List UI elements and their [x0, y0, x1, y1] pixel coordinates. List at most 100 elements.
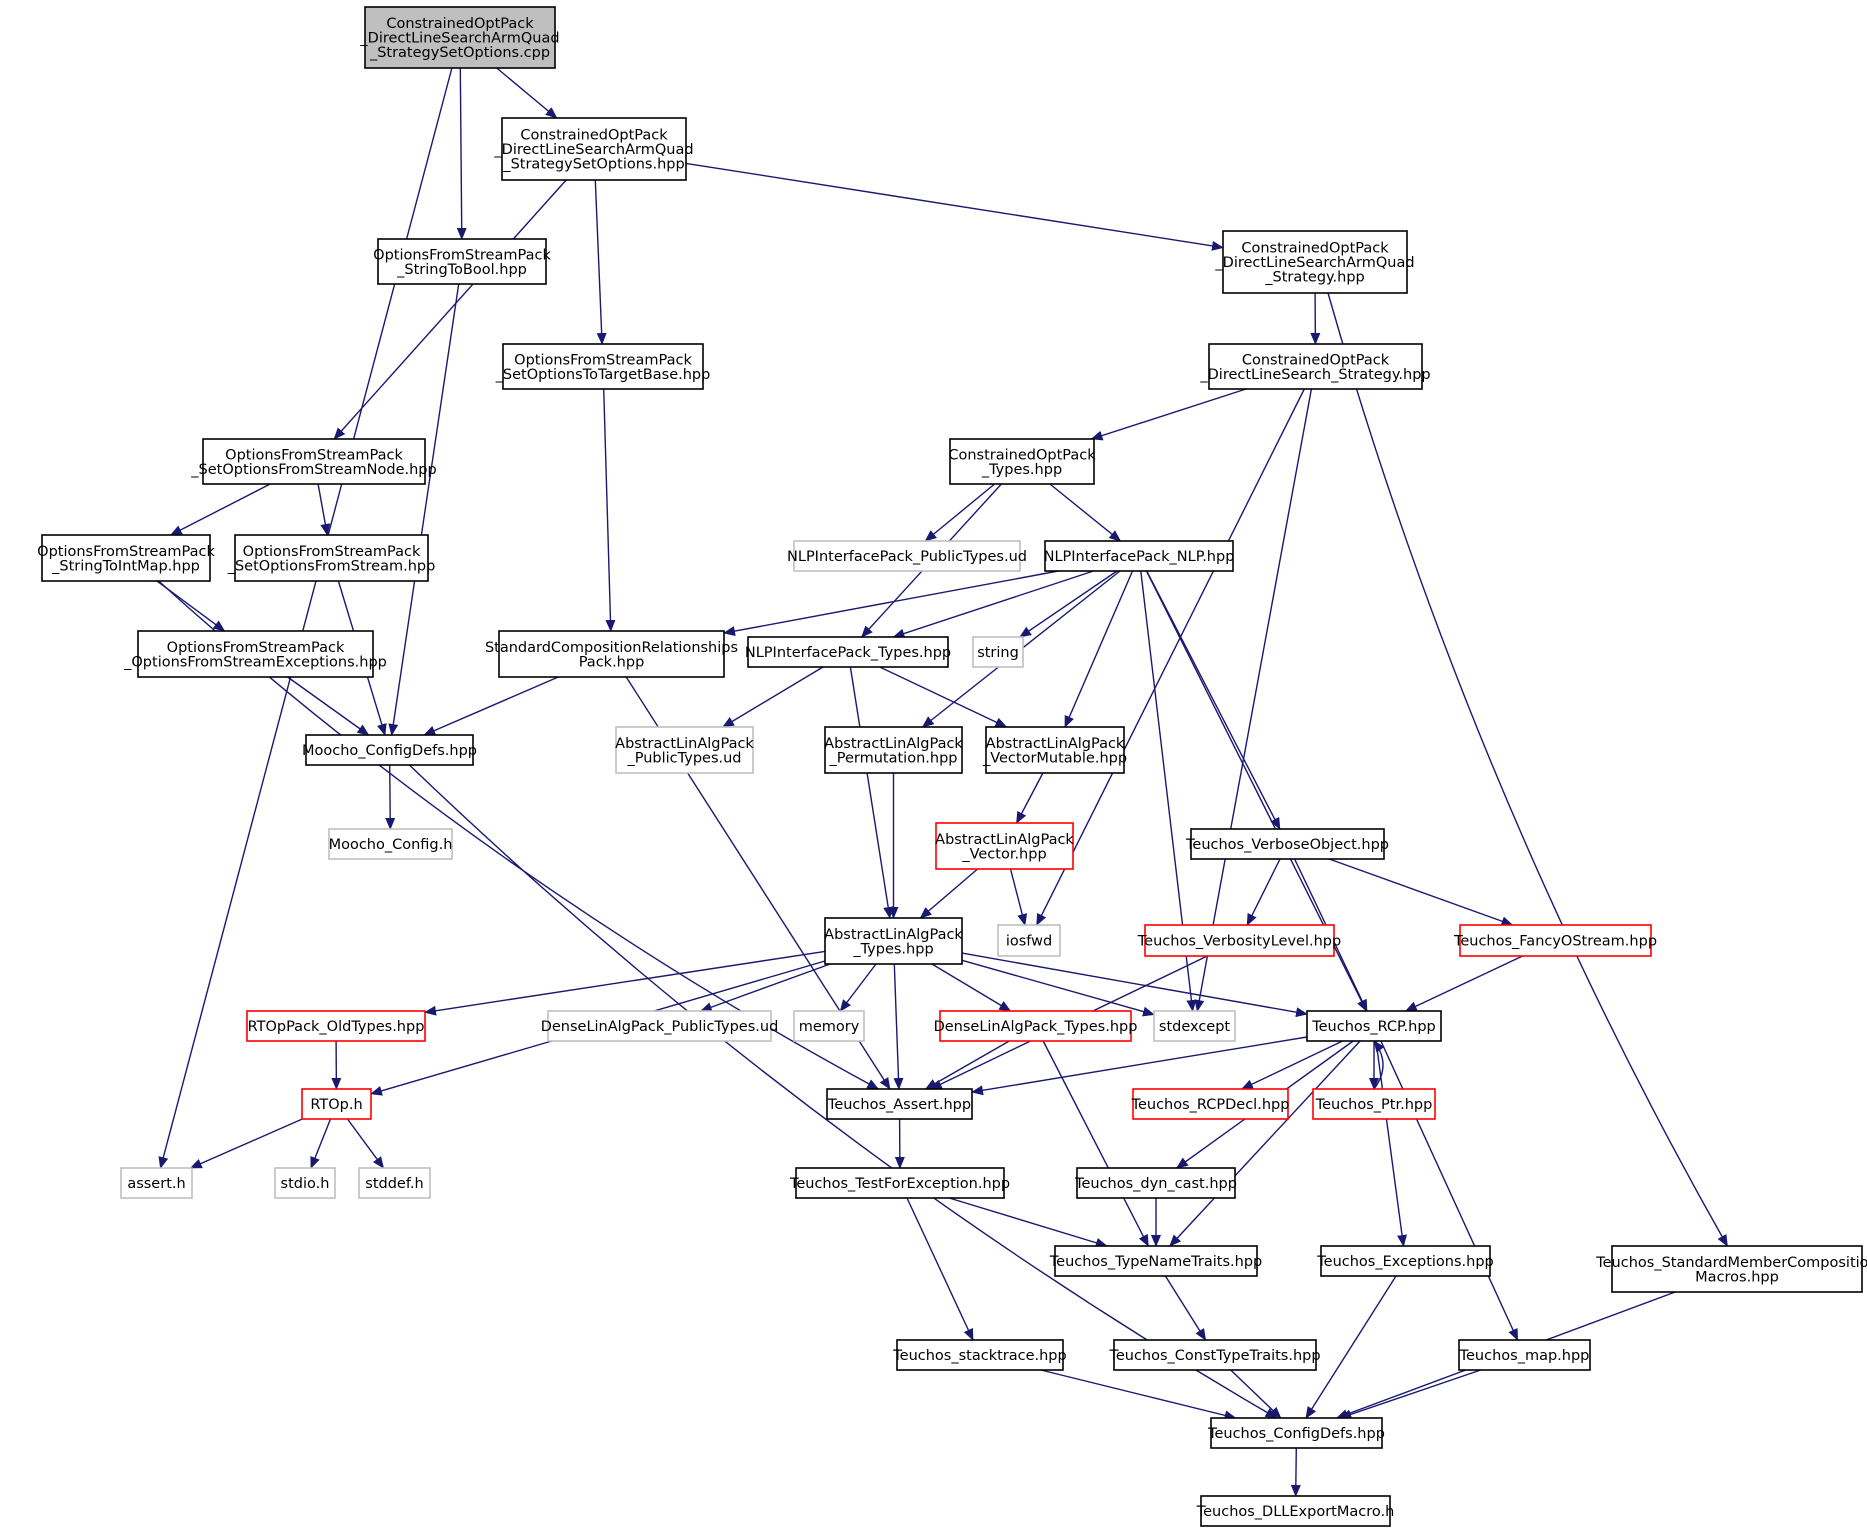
- node-teuchos-rcpdecl[interactable]: Teuchos_RCPDecl.hpp: [1131, 1088, 1290, 1120]
- node-label-line: StandardCompositionRelationships: [485, 640, 738, 656]
- node-label-line: Teuchos_ConstTypeTraits.hpp: [1108, 1348, 1320, 1364]
- node-box: [246, 1010, 426, 1042]
- node-label-line: _StringToBool.hpp: [396, 262, 527, 278]
- edge-nlp_nlp-to-string: [1019, 570, 1118, 638]
- node-ala-types[interactable]: AbstractLinAlgPack_Types.hpp: [824, 917, 963, 965]
- node-fancy-ostream[interactable]: Teuchos_FancyOStream.hpp: [1453, 924, 1657, 957]
- node-stddef-h[interactable]: stddef.h: [358, 1167, 431, 1199]
- node-teuchos-map[interactable]: Teuchos_map.hpp: [1458, 1339, 1591, 1371]
- node-box: [972, 636, 1024, 668]
- edge-set_options_to_target-to-std_comp_rel: [603, 388, 616, 632]
- node-box: [896, 1339, 1064, 1371]
- node-box: [949, 438, 1095, 485]
- node-stdexcept[interactable]: stdexcept: [1153, 1010, 1236, 1042]
- edge-nlp_nlp-to-teuchos_rcp: [1145, 570, 1368, 1012]
- node-box: [939, 1010, 1132, 1042]
- node-dla-public-types[interactable]: DenseLinAlgPack_PublicTypes.ud: [541, 1010, 779, 1042]
- node-ala-vector-mutable[interactable]: AbstractLinAlgPack_VectorMutable.hpp: [982, 726, 1127, 774]
- node-nlp-nlp[interactable]: NLPInterfacePack_NLP.hpp: [1044, 540, 1235, 572]
- edge-test_for_exception-to-stacktrace: [906, 1197, 974, 1341]
- node-string[interactable]: string: [972, 636, 1024, 668]
- node-label-line: _Vector.hpp: [961, 846, 1046, 862]
- node-set-options-to-target[interactable]: OptionsFromStreamPack_SetOptionsToTarget…: [495, 343, 711, 390]
- node-armquad-strategy[interactable]: ConstrainedOptPack_DirectLineSearchArmQu…: [1214, 230, 1415, 294]
- node-verbosity-level[interactable]: Teuchos_VerbosityLevel.hpp: [1137, 924, 1341, 957]
- node-label-line: AbstractLinAlgPack: [615, 736, 754, 752]
- node-box: [328, 828, 453, 860]
- node-assert-h[interactable]: assert.h: [120, 1167, 193, 1199]
- edge-teuchos_map-to-teuchos_configdefs: [1339, 1369, 1481, 1420]
- node-label-line: NLPInterfacePack_Types.hpp: [745, 645, 951, 661]
- node-label-line: Teuchos_Assert.hpp: [827, 1097, 971, 1113]
- node-teuchos-assert[interactable]: Teuchos_Assert.hpp: [826, 1088, 973, 1120]
- node-moocho-config[interactable]: Moocho_Config.h: [328, 828, 453, 860]
- node-ala-public-types[interactable]: AbstractLinAlgPack_PublicTypes.ud: [615, 726, 754, 774]
- node-label-line: Teuchos_FancyOStream.hpp: [1453, 934, 1657, 950]
- node-const-type-traits[interactable]: Teuchos_ConstTypeTraits.hpp: [1108, 1339, 1321, 1371]
- edge-dls_strategy-to-iosfwd: [1036, 388, 1305, 926]
- node-dll-export[interactable]: Teuchos_DLLExportMacro.h: [1196, 1495, 1395, 1527]
- node-teuchos-exceptions[interactable]: Teuchos_Exceptions.hpp: [1316, 1245, 1494, 1277]
- node-stacktrace[interactable]: Teuchos_stacktrace.hpp: [892, 1339, 1067, 1371]
- node-std-member-comp[interactable]: Teuchos_StandardMemberCompositionMacros.…: [1595, 1245, 1867, 1293]
- node-dyn-cast[interactable]: Teuchos_dyn_cast.hpp: [1074, 1167, 1237, 1199]
- edge-teuchos_configdefs-to-dll_export: [1290, 1447, 1301, 1497]
- node-label-line: stdio.h: [281, 1176, 330, 1192]
- node-label-line: _Types.hpp: [981, 462, 1062, 478]
- node-ofs-exceptions[interactable]: OptionsFromStreamPack_OptionsFromStreamE…: [123, 630, 387, 678]
- node-label-line: AbstractLinAlgPack: [824, 736, 963, 752]
- node-string-to-bool[interactable]: OptionsFromStreamPack_StringToBool.hpp: [373, 238, 551, 285]
- edge-teuchos_rcp-to-teuchos_assert: [971, 1036, 1308, 1096]
- node-test-for-exception[interactable]: Teuchos_TestForException.hpp: [789, 1167, 1010, 1199]
- node-label-line: _Strategy.hpp: [1264, 270, 1365, 286]
- node-label-line: Teuchos_Exceptions.hpp: [1316, 1254, 1493, 1270]
- node-label-line: _Permutation.hpp: [829, 750, 958, 766]
- edge-type_name_traits-to-const_type_traits: [1164, 1275, 1207, 1341]
- node-set-opts-stream[interactable]: OptionsFromStreamPack_SetOptionsFromStre…: [227, 534, 436, 582]
- node-box: [935, 822, 1074, 870]
- node-set-opts-node[interactable]: OptionsFromStreamPack_SetOptionsFromStre…: [190, 438, 437, 485]
- node-iosfwd[interactable]: iosfwd: [997, 924, 1061, 957]
- node-label-line: Teuchos_RCP.hpp: [1311, 1019, 1436, 1035]
- node-dla-types[interactable]: DenseLinAlgPack_Types.hpp: [934, 1010, 1138, 1042]
- edge-moocho_configdefs-to-moocho_config: [385, 764, 396, 830]
- edge-ala_vector-to-ala_types: [919, 868, 979, 919]
- node-ala-vector[interactable]: AbstractLinAlgPack_Vector.hpp: [935, 822, 1074, 870]
- node-nlp-types[interactable]: NLPInterfacePack_Types.hpp: [745, 636, 951, 668]
- node-string-to-int-map[interactable]: OptionsFromStreamPack_StringToIntMap.hpp: [37, 534, 215, 582]
- node-box: [41, 534, 211, 582]
- node-verbose-object[interactable]: Teuchos_VerboseObject.hpp: [1185, 828, 1389, 860]
- node-armquad-setopts-hpp[interactable]: ConstrainedOptPack_DirectLineSearchArmQu…: [493, 117, 694, 181]
- edge-nlp_types-to-ala_types: [849, 666, 894, 919]
- node-label-line: Teuchos_stacktrace.hpp: [892, 1348, 1066, 1364]
- node-memory[interactable]: memory: [793, 1010, 865, 1042]
- edge-ala_types-to-rtop_oldtypes: [424, 950, 826, 1016]
- node-rtop-oldtypes[interactable]: RTOpPack_OldTypes.hpp: [246, 1010, 426, 1042]
- edge-ala_types-to-stdexcept: [961, 959, 1155, 1017]
- node-dls-strategy[interactable]: ConstrainedOptPack_DirectLineSearch_Stra…: [1199, 343, 1431, 390]
- node-moocho-configdefs[interactable]: Moocho_ConfigDefs.hpp: [302, 734, 477, 766]
- node-cop-types[interactable]: ConstrainedOptPack_Types.hpp: [948, 438, 1096, 485]
- node-box: [824, 726, 963, 774]
- node-teuchos-ptr[interactable]: Teuchos_Ptr.hpp: [1312, 1088, 1436, 1120]
- node-teuchos-configdefs[interactable]: Teuchos_ConfigDefs.hpp: [1207, 1417, 1385, 1449]
- edge-root-to-string_to_bool: [456, 67, 467, 240]
- edge-ala_types-to-dla_public_types: [699, 963, 831, 1012]
- node-box: [377, 238, 547, 285]
- node-root[interactable]: ConstrainedOptPack_DirectLineSearchArmQu…: [359, 6, 560, 69]
- node-rtop-h[interactable]: RTOp.h: [301, 1088, 372, 1120]
- node-box: [1208, 343, 1423, 390]
- node-teuchos-rcp[interactable]: Teuchos_RCP.hpp: [1306, 1010, 1442, 1042]
- node-label-line: Teuchos_DLLExportMacro.h: [1196, 1504, 1395, 1520]
- node-ala-permutation[interactable]: AbstractLinAlgPack_Permutation.hpp: [824, 726, 963, 774]
- node-type-name-traits[interactable]: Teuchos_TypeNameTraits.hpp: [1049, 1245, 1262, 1277]
- node-label-line: NLPInterfacePack_NLP.hpp: [1044, 549, 1235, 565]
- node-stdio-h[interactable]: stdio.h: [274, 1167, 336, 1199]
- edge-cop_types-to-nlp_public_types: [924, 483, 996, 542]
- node-nlp-public-types[interactable]: NLPInterfacePack_PublicTypes.ud: [787, 540, 1027, 572]
- node-box: [305, 734, 474, 766]
- node-box: [1153, 1010, 1236, 1042]
- node-label-line: _Types.hpp: [852, 941, 933, 957]
